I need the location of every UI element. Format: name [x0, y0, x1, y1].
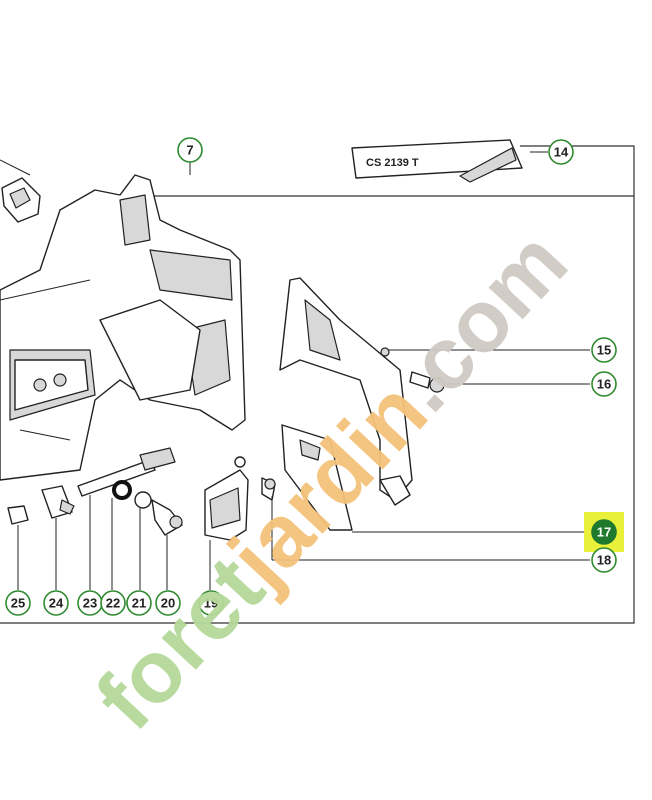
svg-text:16: 16 — [597, 377, 611, 392]
leader-7 — [0, 159, 31, 176]
svg-text:24: 24 — [49, 596, 64, 611]
callout-19: 19 — [198, 590, 224, 616]
part-16-bolt — [409, 371, 445, 393]
callout-7: 7 — [177, 137, 203, 163]
engine-housing — [0, 174, 246, 481]
diagram-frame — [0, 145, 635, 624]
svg-text:17: 17 — [597, 525, 611, 540]
callout-25: 25 — [5, 590, 31, 616]
svg-text:19: 19 — [204, 596, 218, 611]
callout-23: 23 — [77, 590, 103, 616]
callout-24: 24 — [43, 590, 69, 616]
svg-text:18: 18 — [597, 553, 611, 568]
part-23-tensioner — [77, 447, 176, 497]
callout-22: 22 — [100, 590, 126, 616]
part-20-pin — [151, 499, 183, 536]
callout-18: 18 — [591, 547, 617, 573]
svg-text:15: 15 — [597, 343, 611, 358]
svg-text:25: 25 — [11, 596, 25, 611]
part-17-plate — [281, 424, 353, 531]
part-19-bracket — [204, 456, 249, 541]
callout-20: 20 — [155, 590, 181, 616]
part-21-washer — [134, 491, 152, 509]
svg-text:22: 22 — [106, 596, 120, 611]
model-label-plate: CS 2139 T — [351, 139, 523, 183]
svg-text:20: 20 — [161, 596, 175, 611]
callout-17: 17 — [591, 519, 617, 545]
callout-16: 16 — [591, 371, 617, 397]
part-25-cap — [7, 505, 29, 525]
callout-15: 15 — [591, 337, 617, 363]
svg-text:14: 14 — [554, 145, 569, 160]
svg-text:7: 7 — [186, 143, 193, 158]
callout-14: 14 — [548, 139, 574, 165]
svg-text:23: 23 — [83, 596, 97, 611]
leader-lines — [17, 151, 590, 590]
part-24-block — [41, 485, 75, 519]
part-7-bracket — [1, 177, 41, 223]
callout-21: 21 — [126, 590, 152, 616]
part-22-oring — [112, 480, 132, 500]
sprocket-cover — [279, 277, 413, 506]
svg-text:21: 21 — [132, 596, 146, 611]
model-label-text: CS 2139 T — [366, 157, 419, 169]
